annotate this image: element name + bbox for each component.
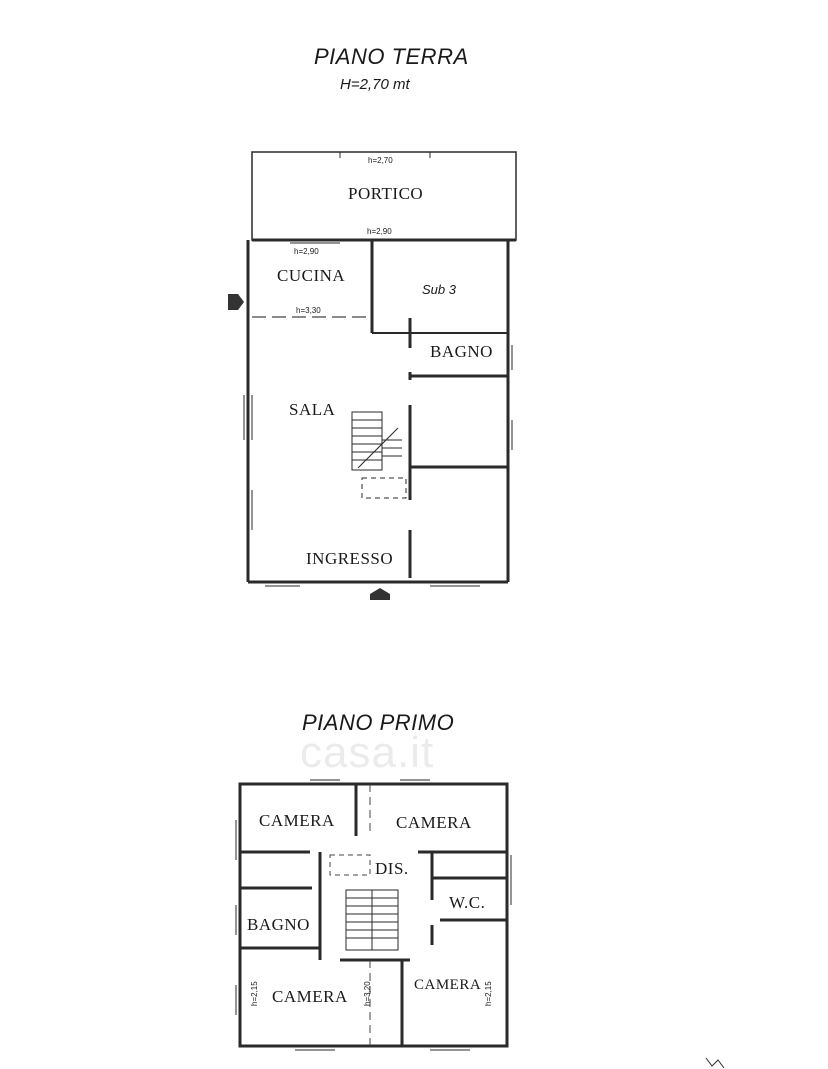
room-bagno-ground: BAGNO [430,342,493,361]
room-wc: W.C. [449,893,486,912]
room-bagno-first: BAGNO [247,915,310,934]
height-left: h=2,15 [250,981,259,1006]
height-portico-top: h=2,70 [368,156,393,165]
label-sub3: Sub 3 [422,282,456,297]
room-sala: SALA [289,400,336,419]
room-camera-top-left: CAMERA [259,811,335,830]
room-ingresso: INGRESSO [306,549,394,568]
first-floor-title: PIANO PRIMO [302,710,455,735]
height-center: h=3,20 [363,981,372,1006]
room-camera-top-right: CAMERA [396,813,472,832]
watermark: casa.it [300,728,435,777]
room-dis: DIS. [375,859,409,878]
entry-arrow-left [228,294,244,310]
first-floor-stairs [345,889,399,951]
room-camera-bottom-right: CAMERA [414,977,482,993]
ground-floor-height: H=2,70 mt [340,76,410,93]
room-cucina: CUCINA [277,266,346,285]
entry-arrow-bottom [370,588,390,600]
height-portico-bottom: h=2,90 [367,227,392,236]
pen-mark [705,1057,725,1069]
height-right: h=2,15 [484,981,493,1006]
room-portico: PORTICO [348,184,424,203]
height-cucina-top: h=2,90 [294,247,319,256]
height-cucina-bottom: h=3,30 [296,306,321,315]
ground-floor-plan [228,151,517,600]
ground-floor-title: PIANO TERRA [314,44,469,69]
room-camera-bottom-left: CAMERA [272,987,348,1006]
first-floor-outline [238,782,509,1048]
ground-stairs [351,411,407,499]
first-floor-plan [235,779,512,1051]
